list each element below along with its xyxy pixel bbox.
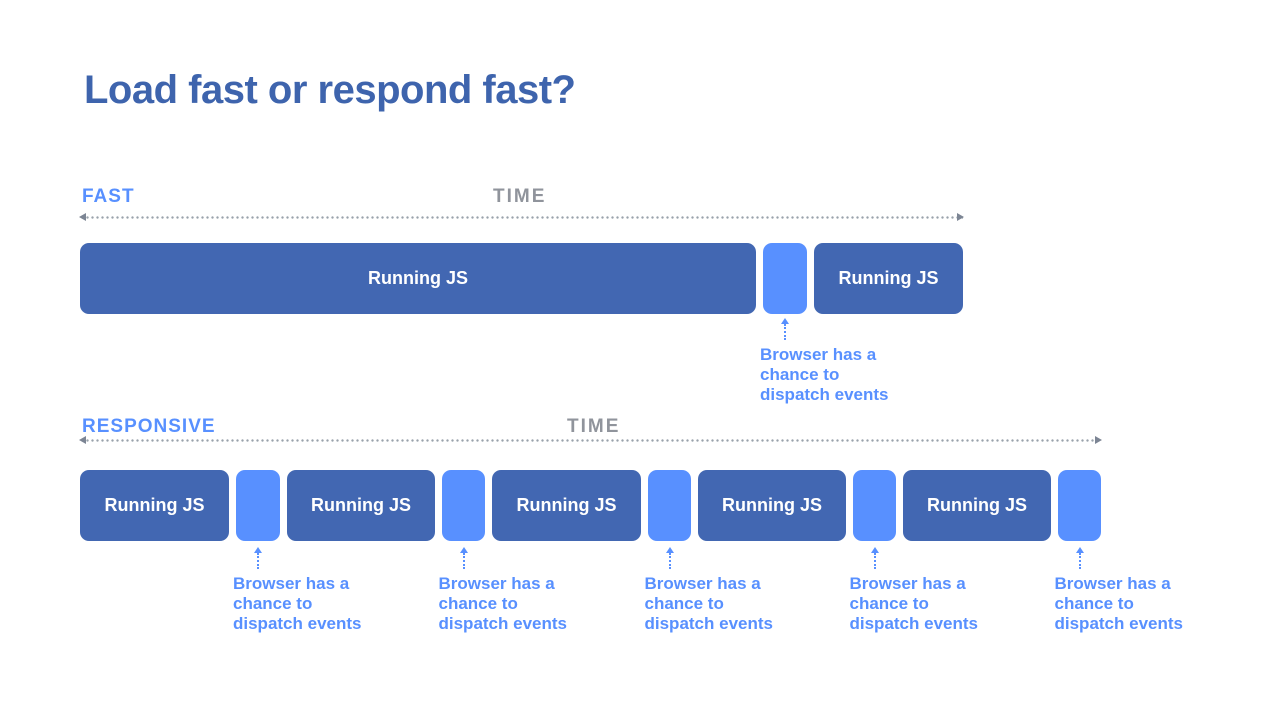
annotation-line: dispatch events xyxy=(849,614,979,633)
running-js-block: Running JS xyxy=(903,470,1051,541)
arrow-left-icon xyxy=(79,436,86,444)
annotation-line: dispatch events xyxy=(760,385,889,404)
arrow-right-icon xyxy=(1095,436,1102,444)
timeline-blocks: Running JS Running JS Running JS Running JS… xyxy=(80,470,1101,541)
annotation-line: Browser has a xyxy=(849,574,966,593)
idle-gap-block xyxy=(236,470,280,541)
up-arrow-icon xyxy=(664,547,676,569)
annotation-line: dispatch events xyxy=(644,614,774,633)
timeline-blocks: Running JS Running JS xyxy=(80,243,963,314)
annotation-line: chance to xyxy=(644,594,724,613)
arrow-left-icon xyxy=(79,213,86,221)
arrow-right-icon xyxy=(957,213,964,221)
idle-gap-block xyxy=(853,470,896,541)
running-js-block: Running JS xyxy=(287,470,435,541)
running-js-block: Running JS xyxy=(492,470,641,541)
time-axis xyxy=(79,213,964,221)
annotation-line: Browser has a xyxy=(760,345,877,364)
annotation-line: dispatch events xyxy=(1054,614,1184,633)
idle-gap-block xyxy=(648,470,691,541)
up-arrow-icon xyxy=(779,318,791,340)
timeline-fast: FAST TIME Running JS Running JS Browser h… xyxy=(79,186,964,421)
up-arrow-icon xyxy=(1074,547,1086,569)
idle-gap-block xyxy=(763,243,807,314)
up-arrow-icon xyxy=(252,547,264,569)
running-js-block: Running JS xyxy=(698,470,846,541)
annotation-line: Browser has a xyxy=(438,574,555,593)
up-arrow-icon xyxy=(458,547,470,569)
annotation-line: chance to xyxy=(438,594,518,613)
idle-gap-block xyxy=(442,470,485,541)
up-arrow-icon xyxy=(869,547,881,569)
running-js-block: Running JS xyxy=(80,243,756,314)
page-title: Load fast or respond fast? xyxy=(84,68,576,112)
time-axis-label: TIME xyxy=(493,186,547,207)
annotation-line: Browser has a xyxy=(644,574,761,593)
running-js-block: Running JS xyxy=(814,243,963,314)
annotation-line: Browser has a xyxy=(1054,574,1171,593)
annotation-line: dispatch events xyxy=(438,614,568,633)
annotation-line: chance to xyxy=(849,594,929,613)
annotation-line: chance to xyxy=(1054,594,1134,613)
idle-gap-block xyxy=(1058,470,1101,541)
time-axis xyxy=(79,436,1102,444)
timeline-label-fast: FAST xyxy=(82,186,135,207)
annotation-line: chance to xyxy=(760,365,840,384)
annotation-line: dispatch events xyxy=(233,614,362,633)
annotation-line: Browser has a xyxy=(233,574,350,593)
annotation-line: chance to xyxy=(233,594,313,613)
timeline-label-responsive: RESPONSIVE xyxy=(82,416,216,437)
running-js-block: Running JS xyxy=(80,470,229,541)
time-axis-label: TIME xyxy=(567,416,621,437)
